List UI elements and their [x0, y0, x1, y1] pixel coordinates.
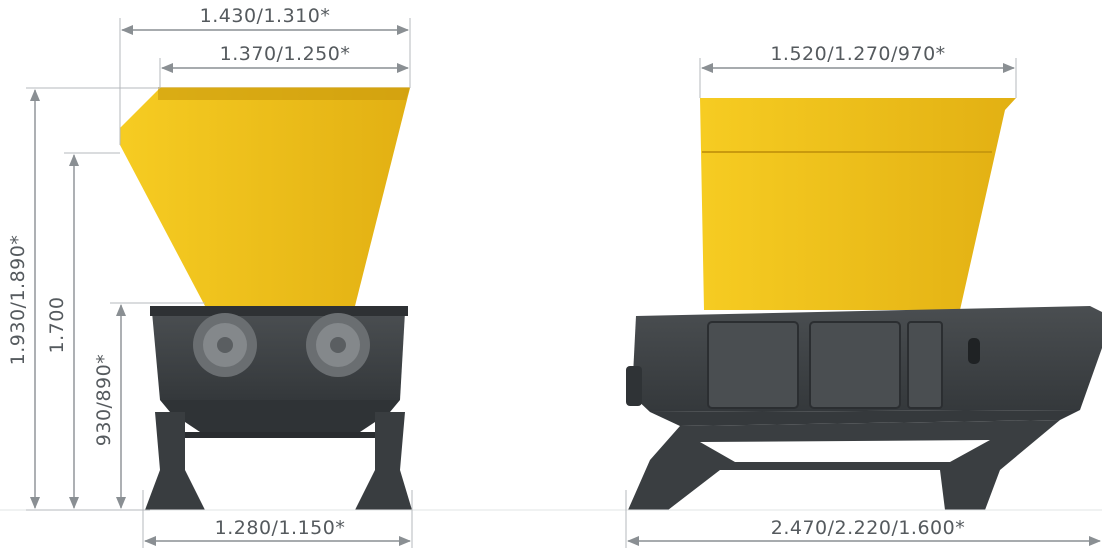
dim-feed-height: 930/890* [93, 354, 115, 446]
front-hopper [120, 88, 410, 306]
front-leg-right [355, 412, 412, 510]
side-view-machine [626, 98, 1102, 510]
front-leg-left [145, 412, 205, 510]
front-housing-frame [150, 306, 408, 316]
front-hopper-top-lip [158, 87, 410, 100]
side-lower-frame [650, 410, 1080, 426]
dim-top-width-outer: 1.430/1.310* [200, 5, 331, 27]
side-panel-1 [707, 321, 799, 409]
side-hopper [700, 98, 1016, 310]
dim-total-height: 1.930/1.890* [7, 235, 29, 366]
side-window [968, 338, 980, 364]
side-leg-cutout [700, 440, 990, 462]
side-end-cap [626, 366, 642, 406]
front-view-machine [120, 87, 412, 510]
motor-left-icon [193, 313, 257, 377]
dim-hopper-height: 1.700 [46, 297, 68, 354]
front-lower-body [160, 400, 400, 432]
side-panel-2 [809, 321, 901, 409]
dim-side-length: 2.470/2.220/1.600* [771, 517, 965, 539]
front-leg-crossbar [185, 432, 375, 438]
side-panel-3 [907, 321, 943, 409]
dim-base-width: 1.280/1.150* [215, 517, 346, 539]
dim-top-width-inner: 1.370/1.250* [220, 43, 351, 65]
dim-side-hopper-width: 1.520/1.270/970* [770, 43, 945, 65]
motor-right-icon [306, 313, 370, 377]
side-leg-frame [628, 420, 1060, 510]
